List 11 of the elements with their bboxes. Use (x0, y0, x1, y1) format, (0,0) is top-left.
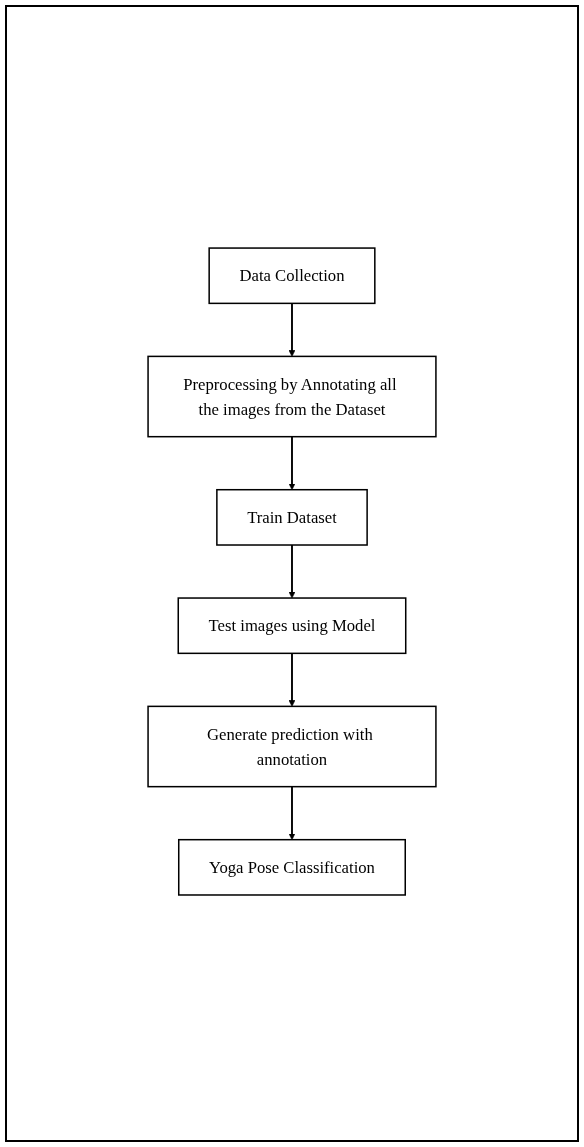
arrow (288, 435, 296, 490)
arrow (288, 652, 296, 707)
node-box: Generate prediction with annotation (147, 705, 437, 788)
node-box: Yoga Pose Classification (178, 838, 406, 896)
arrow (288, 785, 296, 840)
node-box: Train Dataset (216, 488, 368, 546)
node-box: Test images using Model (177, 597, 407, 655)
node-box: Preprocessing by Annotating all the images from the Dataset (147, 355, 437, 438)
arrow (288, 302, 296, 357)
arrow (288, 544, 296, 599)
node-box: Data Collection (208, 247, 376, 305)
